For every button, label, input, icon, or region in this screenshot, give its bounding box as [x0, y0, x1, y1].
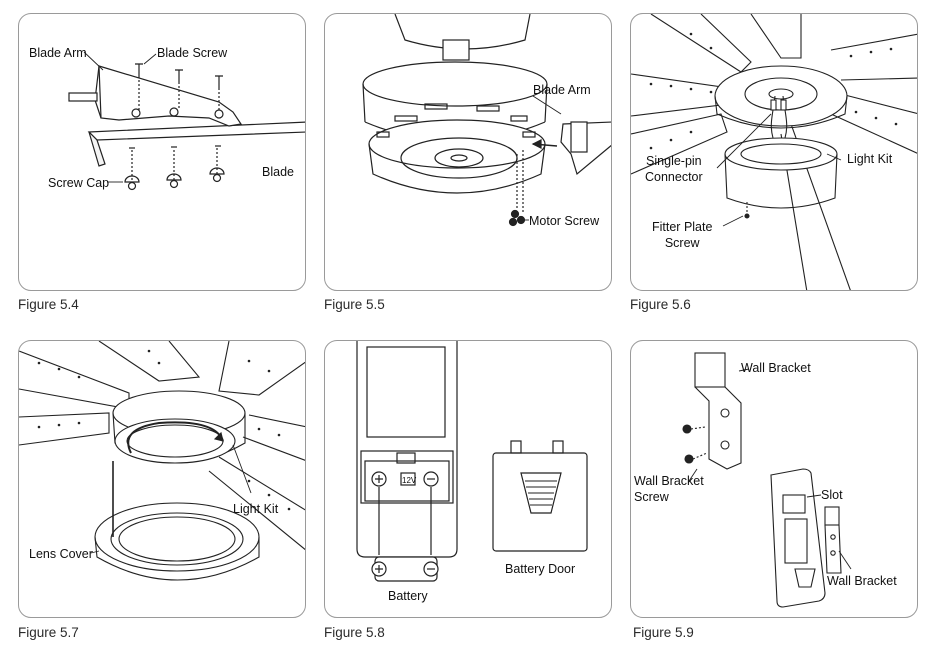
single-pin-line2: Connector [645, 170, 703, 184]
single-pin-connector-label: Single-pin Connector [645, 153, 703, 185]
figure-5-7-panel: Light Kit Lens Cover [18, 340, 306, 618]
wall-bracket-top-label: Wall Bracket [741, 361, 811, 375]
figure-5-9-caption: Figure 5.9 [633, 625, 694, 640]
figure-5-4-illustration [68, 51, 305, 191]
figure-5-6-illustration [631, 14, 917, 290]
single-pin-line1: Single-pin [646, 154, 702, 168]
figure-5-7-illustration [19, 341, 305, 581]
blade-arm-label-2: Blade Arm [533, 83, 591, 97]
figure-5-9-illustration [682, 352, 852, 608]
screw-cap-label: Screw Cap [48, 176, 110, 190]
figure-5-4-panel: Blade Arm Blade Screw Blade Screw Cap [18, 13, 306, 291]
battery-label: Battery [388, 589, 428, 603]
motor-screw-label: Motor Screw [529, 214, 600, 228]
lens-cover-label: Lens Cover [29, 547, 93, 561]
light-kit-label: Light Kit [847, 152, 893, 166]
fitter-line1: Fitter Plate [652, 220, 713, 234]
fitter-line2: Screw [664, 236, 700, 250]
figure-5-6-caption: Figure 5.6 [630, 297, 691, 312]
figure-5-4-caption: Figure 5.4 [18, 297, 79, 312]
blade-arm-label: Blade Arm [29, 46, 87, 60]
figure-5-8-illustration [356, 341, 588, 582]
wall-bracket-screw-line1: Wall Bracket [634, 474, 704, 488]
figure-5-8-caption: Figure 5.8 [324, 625, 385, 640]
figure-5-9-panel: Wall Bracket Wall Bracket Screw Slot Wal… [630, 340, 918, 618]
figure-5-7-caption: Figure 5.7 [18, 625, 79, 640]
figure-5-8-panel: 12V Battery Battery Door [324, 340, 612, 618]
fitter-plate-screw-label: Fitter Plate Screw [652, 219, 712, 251]
figure-5-5-caption: Figure 5.5 [324, 297, 385, 312]
figure-5-5-illustration [362, 14, 611, 227]
blade-label: Blade [262, 165, 294, 179]
wall-bracket-screw-line2: Screw [634, 490, 669, 504]
slot-label: Slot [821, 488, 843, 502]
light-kit-label-2: Light Kit [233, 502, 279, 516]
blade-screw-label: Blade Screw [157, 46, 228, 60]
battery-door-label: Battery Door [505, 562, 576, 576]
figure-5-6-panel: Single-pin Connector Light Kit Fitter Pl… [630, 13, 918, 291]
wall-bracket-screw-label: Wall Bracket Screw [634, 473, 704, 505]
voltage-mark: 12V [402, 476, 417, 485]
wall-bracket-bottom-label: Wall Bracket [827, 574, 897, 588]
figure-5-5-panel: Blade Arm Motor Screw [324, 13, 612, 291]
